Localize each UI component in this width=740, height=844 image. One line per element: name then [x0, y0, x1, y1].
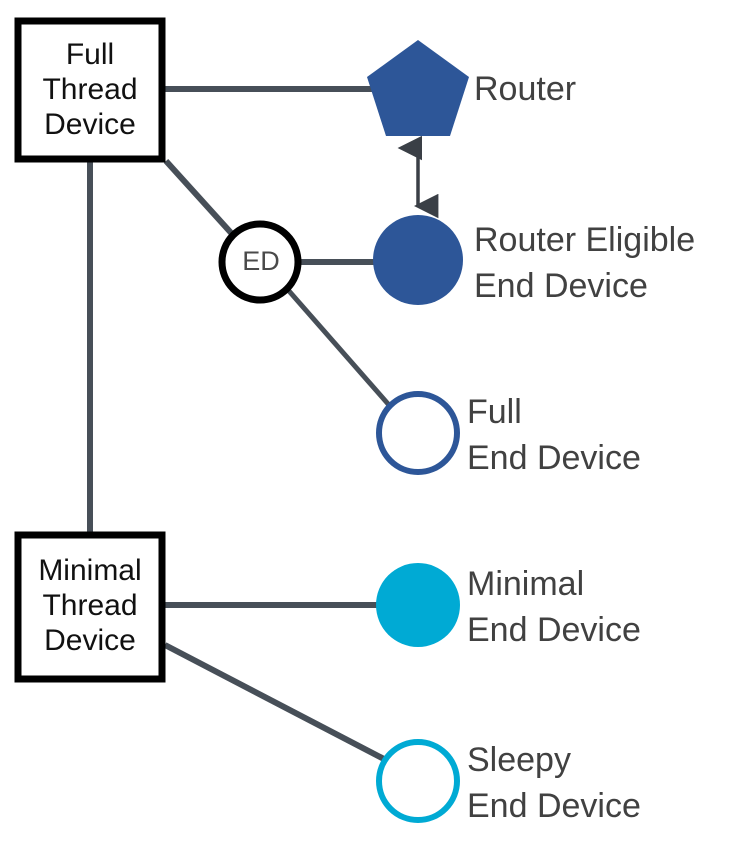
group-full-thread-device[interactable]: Full Thread Device — [14, 17, 166, 163]
ed-label: ED — [242, 246, 280, 276]
full-end-device-circle-icon[interactable] — [376, 391, 460, 475]
minimal-end-device-label-line-1: Minimal — [467, 565, 584, 603]
full-end-device-label-line-2: End Device — [467, 439, 641, 477]
node-ed[interactable]: ED — [218, 220, 302, 304]
minimal-end-device-circle-icon[interactable] — [376, 563, 460, 647]
group-minimal-thread-device[interactable]: Minimal Thread Device — [14, 531, 166, 683]
minimal-thread-device-label-line-3: Device — [44, 624, 136, 657]
router-eligible-end-device-label-line-2: End Device — [474, 267, 648, 305]
full-thread-device-label-line-1: Full — [66, 38, 114, 71]
connector-ftd-to-ed — [163, 158, 236, 238]
sleepy-end-device-label-line-2: End Device — [467, 787, 641, 825]
minimal-end-device-label-line-2: End Device — [467, 611, 641, 649]
full-thread-device-label-line-3: Device — [44, 108, 136, 141]
router-label-line-1: Router — [474, 70, 576, 108]
sleepy-end-device-circle-icon[interactable] — [376, 739, 460, 823]
connections-layer — [87, 86, 439, 762]
legend-nodes-layer: Router Router Eligible End Device Full E… — [367, 40, 695, 825]
minimal-thread-device-label-line-2: Thread — [42, 589, 137, 622]
router-eligible-end-device-circle-icon[interactable] — [373, 215, 463, 305]
router-eligible-end-device-label-line-1: Router Eligible — [474, 221, 695, 259]
minimal-thread-device-label-line-1: Minimal — [38, 554, 141, 587]
legend-item-full-end-device[interactable]: Full End Device — [376, 391, 641, 477]
router-pentagon-icon[interactable] — [367, 40, 469, 136]
legend-item-router-eligible-end-device[interactable]: Router Eligible End Device — [373, 215, 695, 305]
connector-ed-to-fed — [287, 289, 391, 407]
full-thread-device-box[interactable] — [14, 17, 166, 163]
minimal-thread-device-box[interactable] — [14, 531, 166, 683]
legend-item-minimal-end-device[interactable]: Minimal End Device — [376, 563, 641, 649]
full-end-device-label-line-1: Full — [467, 393, 522, 431]
group-boxes-layer: Full Thread Device Minimal Thread Device — [14, 17, 166, 683]
legend-item-router[interactable]: Router — [367, 40, 576, 136]
sleepy-end-device-label-line-1: Sleepy — [467, 741, 571, 779]
ed-circle[interactable] — [218, 220, 302, 304]
legend-item-sleepy-end-device[interactable]: Sleepy End Device — [376, 739, 641, 825]
full-thread-device-label-line-2: Thread — [42, 73, 137, 106]
connector-mtd-to-sed — [163, 642, 386, 762]
